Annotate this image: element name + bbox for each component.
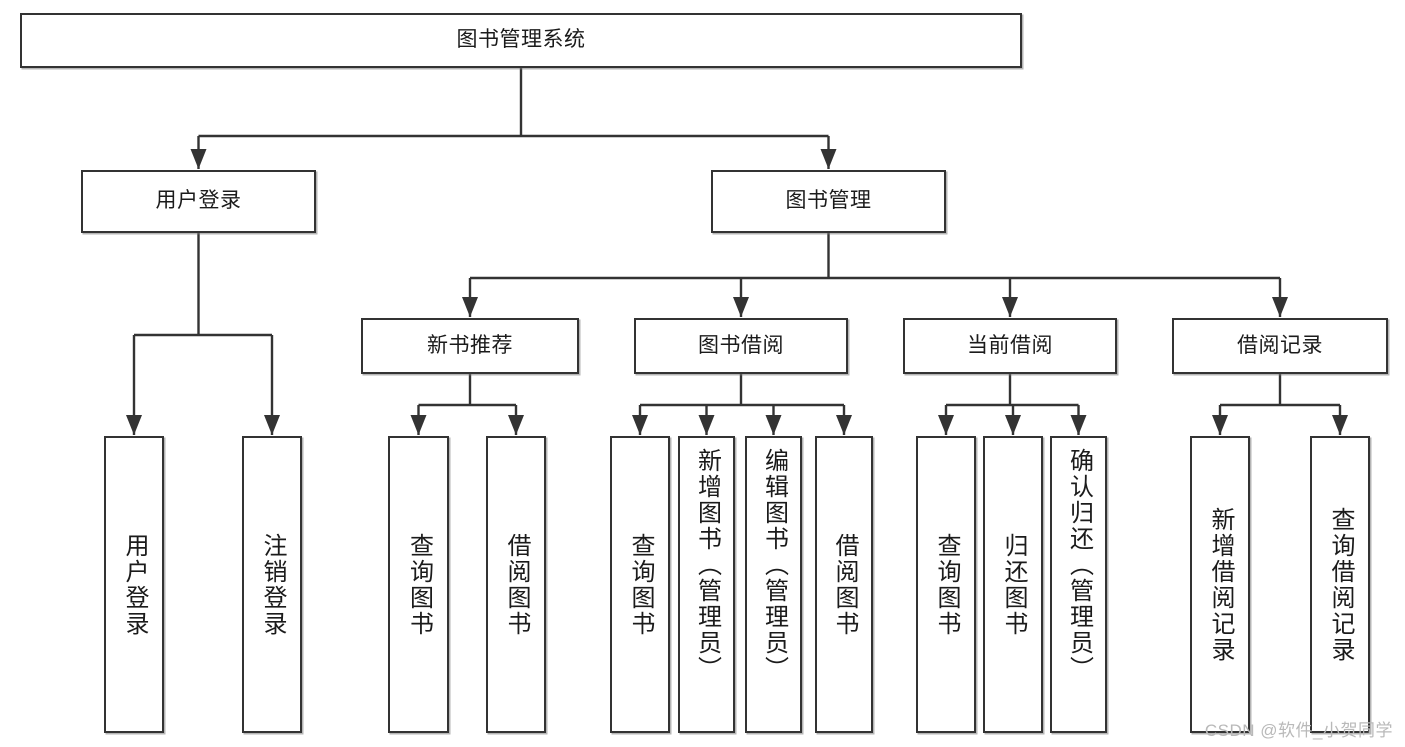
edge-arrowhead <box>1332 415 1348 435</box>
node-leaf-cur-return[interactable]: 归还图书 <box>983 436 1043 733</box>
node-book-manage[interactable]: 图书管理 <box>711 170 946 233</box>
edge-arrowhead <box>1005 415 1021 435</box>
node-label: 新增图书（管理员） <box>693 448 721 682</box>
node-leaf-borrow-lend[interactable]: 借阅图书 <box>815 436 873 733</box>
node-label: 图书借阅 <box>698 333 784 357</box>
node-label: 当前借阅 <box>967 333 1053 357</box>
node-leaf-user-login[interactable]: 用户登录 <box>104 436 164 733</box>
node-label: 图书管理 <box>785 189 872 213</box>
node-label: 新增借阅记录 <box>1207 506 1234 663</box>
node-label: 注销登录 <box>259 532 286 637</box>
node-leaf-rec-query2[interactable]: 查询借阅记录 <box>1310 436 1370 733</box>
edge-arrowhead <box>264 415 280 435</box>
node-label: 用户登录 <box>121 532 148 637</box>
node-label: 编辑图书（管理员） <box>760 448 788 682</box>
node-label: 查询借阅记录 <box>1327 506 1354 663</box>
node-new-book-rec[interactable]: 新书推荐 <box>361 318 579 374</box>
node-root[interactable]: 图书管理系统 <box>20 13 1022 68</box>
edge-arrowhead <box>836 415 852 435</box>
edge-arrowhead <box>126 415 142 435</box>
edge-arrowhead <box>410 415 427 435</box>
node-leaf-user-logout[interactable]: 注销登录 <box>242 436 302 733</box>
edge-arrowhead <box>508 415 524 435</box>
node-book-borrow[interactable]: 图书借阅 <box>634 318 848 374</box>
node-leaf-rec-add[interactable]: 新增借阅记录 <box>1190 436 1250 733</box>
edge-arrowhead <box>190 149 207 169</box>
node-label: 借阅图书 <box>831 532 858 637</box>
node-label: 归还图书 <box>1000 532 1027 637</box>
edge-arrowhead <box>1002 297 1018 317</box>
edge-arrowhead <box>820 149 837 169</box>
node-leaf-cur-query[interactable]: 查询图书 <box>916 436 976 733</box>
edge-arrowhead <box>765 415 782 435</box>
node-label: 借阅记录 <box>1237 333 1323 357</box>
node-label: 图书管理系统 <box>456 28 586 52</box>
node-current-borrow[interactable]: 当前借阅 <box>903 318 1117 374</box>
node-label: 新书推荐 <box>427 333 513 357</box>
edge-arrowhead <box>733 297 749 317</box>
edge-arrowhead <box>462 297 478 317</box>
node-leaf-rec-borrow[interactable]: 借阅图书 <box>486 436 546 733</box>
edge-arrowhead <box>1272 297 1288 317</box>
node-leaf-cur-confirm[interactable]: 确认归还（管理员） <box>1050 436 1107 733</box>
node-label: 查询图书 <box>405 532 433 637</box>
edge-arrowhead <box>938 415 954 435</box>
node-leaf-borrow-add[interactable]: 新增图书（管理员） <box>678 436 735 733</box>
node-borrow-record[interactable]: 借阅记录 <box>1172 318 1388 374</box>
node-label: 查询图书 <box>933 532 960 637</box>
edge-arrowhead <box>698 415 715 435</box>
node-leaf-borrow-edit[interactable]: 编辑图书（管理员） <box>745 436 802 733</box>
edge-arrowhead <box>632 415 648 435</box>
edge-arrowhead <box>1070 415 1087 435</box>
node-leaf-rec-query[interactable]: 查询图书 <box>388 436 449 733</box>
node-label: 借阅图书 <box>503 532 530 637</box>
node-label: 用户登录 <box>155 189 242 213</box>
node-user-login[interactable]: 用户登录 <box>81 170 316 233</box>
node-label: 确认归还（管理员） <box>1065 448 1093 682</box>
node-leaf-borrow-query[interactable]: 查询图书 <box>610 436 670 733</box>
edge-arrowhead <box>1212 415 1228 435</box>
node-label: 查询图书 <box>627 532 654 637</box>
